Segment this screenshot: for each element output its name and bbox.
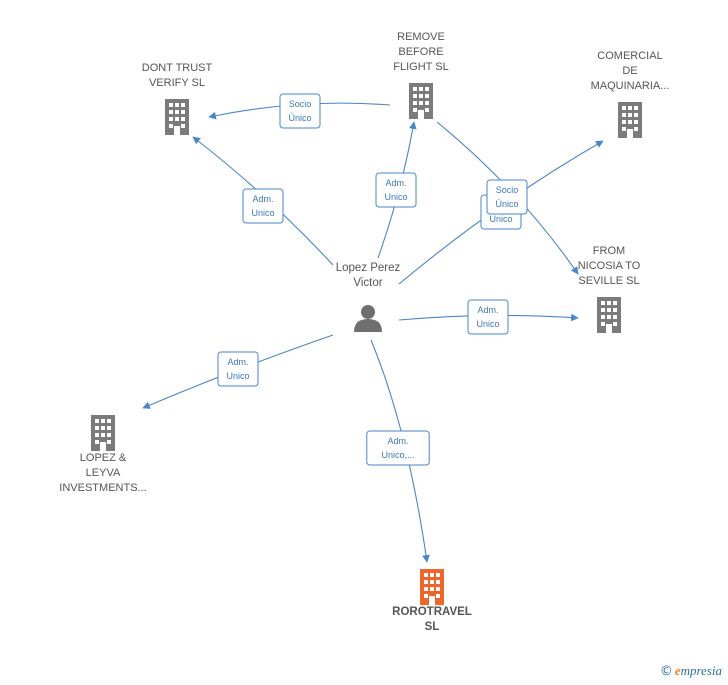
person-label: Lopez Perez: [336, 262, 401, 274]
company-node-comercial-de-maquinaria[interactable]: COMERCIAL DE MAQUINARIA...: [591, 50, 670, 138]
edge-label-text: Unico: [489, 214, 512, 224]
edge-label-text: Adm.: [252, 194, 273, 204]
edge-label-text: Adm.: [227, 357, 248, 367]
building-icon: [91, 415, 115, 451]
company-node-lopez-leyva-investments[interactable]: LOPEZ & LEYVA INVESTMENTS...: [59, 415, 147, 494]
edges-layer: SocioÚnicoAdm.UnicoAdm.UnicoAdm.UnicoSoc…: [142, 93, 604, 563]
edge-label-text: Unico,...: [381, 450, 414, 460]
edge-label-text: Socio: [496, 185, 519, 195]
edge-label-text: Unico: [226, 371, 249, 381]
nodes-layer: DONT TRUST VERIFY SL REMOVE BEFORE FLIGHT SL…: [59, 31, 669, 633]
edge-label-person-to-rorotravel[interactable]: Adm. Unico,...: [366, 430, 430, 466]
building-icon: [165, 99, 189, 135]
company-label: REMOVE: [397, 31, 445, 43]
edge-label-text: Adm.: [385, 178, 406, 188]
building-icon: [420, 569, 444, 605]
edge-label-person-to-dont[interactable]: Adm. Unico: [242, 188, 284, 224]
edge-label-box: [486, 179, 528, 215]
company-node-rorotravel[interactable]: ROROTRAVEL SL: [392, 569, 472, 633]
edge-label-text: Adm.: [387, 436, 408, 446]
edge-label-box: [279, 93, 321, 129]
edge-label-box: [242, 188, 284, 224]
company-label: ROROTRAVEL: [392, 606, 472, 618]
edge-label-text: Único: [288, 113, 311, 123]
edge-label-text: Unico: [476, 319, 499, 329]
company-label: FROM: [593, 245, 625, 257]
edge-label-box: [375, 172, 417, 208]
company-label: NICOSIA TO: [578, 260, 641, 272]
person-icon: [354, 305, 382, 332]
company-label: SL: [425, 621, 440, 633]
brand-name: mpresia: [680, 663, 722, 678]
company-label: DONT TRUST: [142, 62, 213, 74]
building-icon: [409, 83, 433, 119]
company-label: BEFORE: [398, 46, 443, 58]
company-label: DE: [622, 65, 637, 77]
edge-label-box: [366, 430, 430, 466]
edge-label-box: [217, 351, 259, 387]
edge-label-text: Único: [495, 199, 518, 209]
company-label: FLIGHT SL: [393, 61, 448, 73]
edge-label-text: Adm.: [477, 305, 498, 315]
company-label: SEVILLE SL: [578, 275, 639, 287]
company-label: LOPEZ &: [80, 452, 127, 464]
edge-label-text: Unico: [251, 208, 274, 218]
edge-label-person-to-remove[interactable]: Adm. Unico: [375, 172, 417, 208]
company-node-remove-before-flight[interactable]: REMOVE BEFORE FLIGHT SL: [393, 31, 449, 119]
brand-initial: e: [674, 663, 681, 678]
edge-label-person-to-from[interactable]: Adm. Unico: [467, 299, 509, 335]
company-label: INVESTMENTS...: [59, 482, 146, 494]
building-icon: [618, 102, 642, 138]
edge-label-text: Socio: [289, 99, 312, 109]
company-label: MAQUINARIA...: [591, 80, 670, 92]
person-label: Victor: [353, 277, 382, 289]
edge-label-box: [467, 299, 509, 335]
building-icon: [597, 297, 621, 333]
company-node-dont-trust-verify[interactable]: DONT TRUST VERIFY SL: [142, 62, 213, 135]
edge-label-text: Unico: [384, 192, 407, 202]
copyright-symbol: ©: [659, 664, 673, 679]
brand-watermark: ©empresia: [660, 663, 722, 679]
company-label: COMERCIAL: [597, 50, 662, 62]
edge-label-person-to-lopez[interactable]: Adm. Unico: [217, 351, 259, 387]
company-label: LEYVA: [86, 467, 121, 479]
company-label: VERIFY SL: [149, 77, 205, 89]
company-node-from-nicosia-to-seville[interactable]: FROM NICOSIA TO SEVILLE SL: [578, 245, 641, 333]
